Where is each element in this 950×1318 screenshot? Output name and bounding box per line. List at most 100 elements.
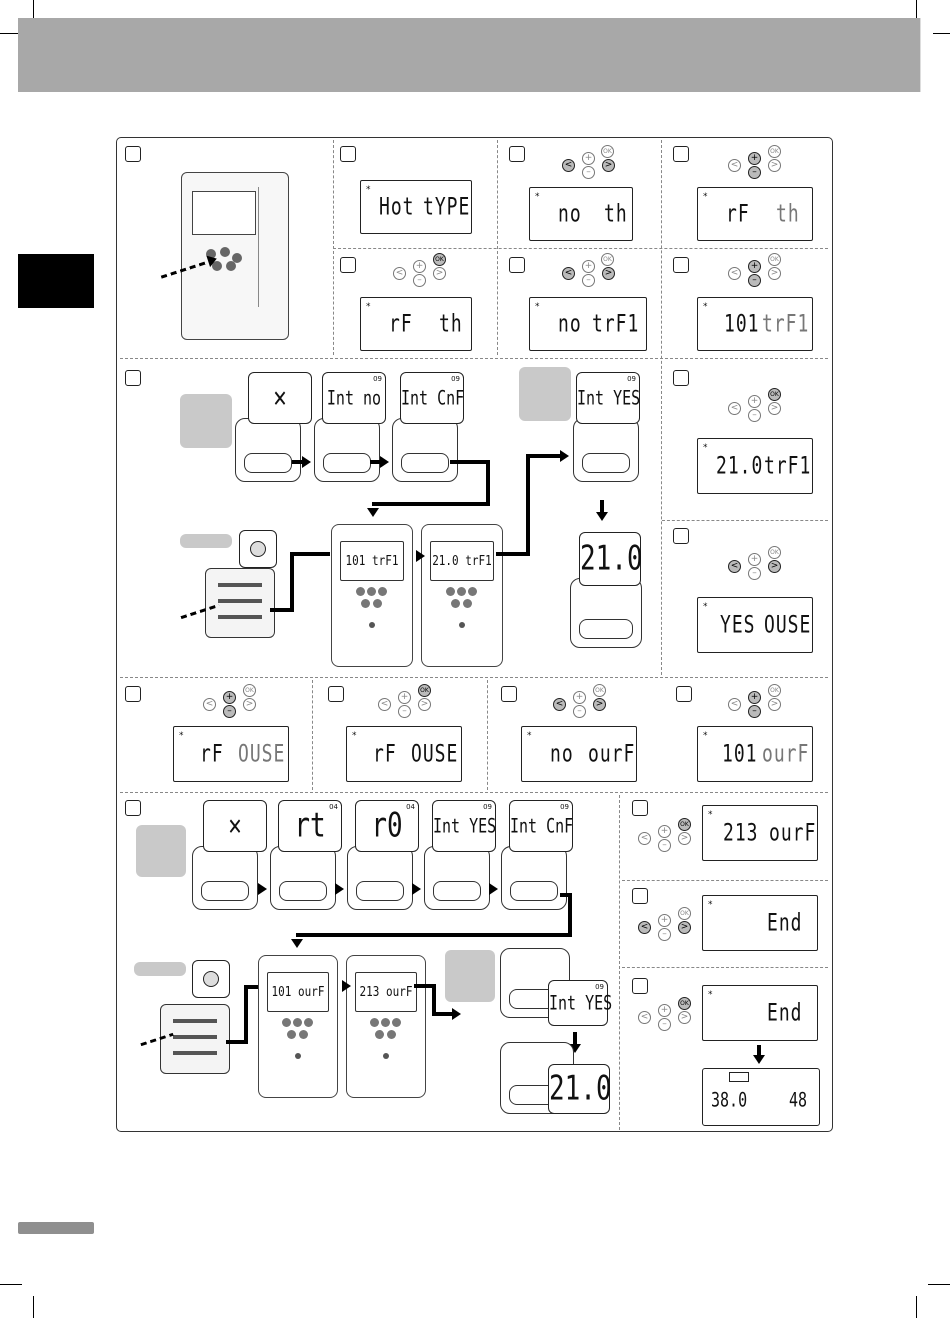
controller-display: 213 ourF bbox=[355, 972, 417, 1012]
arrow-right-icon bbox=[380, 456, 389, 468]
lcd-text: End bbox=[767, 908, 803, 938]
plus-button[interactable]: + bbox=[223, 691, 236, 704]
prev-button[interactable]: < bbox=[378, 698, 391, 711]
star-icon: * bbox=[366, 302, 371, 312]
prev-button[interactable]: < bbox=[393, 267, 406, 280]
arrow-line bbox=[526, 454, 530, 556]
minus-button[interactable]: – bbox=[413, 274, 426, 287]
next-button[interactable]: > bbox=[768, 698, 781, 711]
crop-mark bbox=[916, 1296, 917, 1318]
ok-button[interactable]: OK bbox=[243, 684, 256, 697]
minus-button[interactable]: – bbox=[748, 409, 761, 422]
minus-button[interactable]: – bbox=[748, 274, 761, 287]
minus-button[interactable]: – bbox=[658, 928, 671, 941]
ok-button[interactable]: OK bbox=[418, 684, 431, 697]
minus-button[interactable]: – bbox=[223, 705, 236, 718]
star-icon: * bbox=[366, 185, 371, 195]
ok-button[interactable]: OK bbox=[678, 997, 691, 1010]
step-box bbox=[125, 146, 141, 162]
minus-button[interactable]: – bbox=[573, 705, 586, 718]
thermostat bbox=[573, 418, 639, 482]
star-icon: * bbox=[179, 731, 184, 741]
prev-button[interactable]: < bbox=[562, 267, 575, 280]
prev-button[interactable]: < bbox=[638, 832, 651, 845]
prev-button[interactable]: < bbox=[638, 921, 651, 934]
step-box bbox=[673, 528, 689, 544]
next-button[interactable]: > bbox=[678, 832, 691, 845]
ok-button[interactable]: OK bbox=[768, 145, 781, 158]
plus-button[interactable]: + bbox=[748, 691, 761, 704]
divider bbox=[661, 140, 662, 675]
minus-button[interactable]: – bbox=[658, 1018, 671, 1031]
controller-text: 101 ourF bbox=[271, 984, 325, 1000]
prev-button[interactable]: < bbox=[638, 1011, 651, 1024]
plus-button[interactable]: + bbox=[658, 914, 671, 927]
plus-button[interactable]: + bbox=[658, 1004, 671, 1017]
plus-button[interactable]: + bbox=[582, 260, 595, 273]
next-button[interactable]: > bbox=[243, 698, 256, 711]
temperature-bubble: 21.0 bbox=[579, 532, 643, 586]
step-box bbox=[125, 800, 141, 816]
plus-button[interactable]: + bbox=[398, 691, 411, 704]
lcd-bubble: 09 Int YES bbox=[576, 372, 640, 424]
ok-button[interactable]: OK bbox=[593, 684, 606, 697]
prev-button[interactable]: < bbox=[728, 402, 741, 415]
minus-button[interactable]: – bbox=[748, 567, 761, 580]
tools-bubble: ✕ bbox=[248, 372, 312, 424]
next-button[interactable]: > bbox=[768, 159, 781, 172]
ok-button[interactable]: OK bbox=[768, 253, 781, 266]
prev-button[interactable]: < bbox=[728, 560, 741, 573]
next-button[interactable]: > bbox=[602, 159, 615, 172]
divider bbox=[619, 795, 620, 1130]
minus-button[interactable]: – bbox=[582, 166, 595, 179]
tools-bubble: ✕ bbox=[203, 800, 267, 852]
next-button[interactable]: > bbox=[418, 698, 431, 711]
ok-button[interactable]: OK bbox=[768, 684, 781, 697]
ok-button[interactable]: OK bbox=[433, 253, 446, 266]
minus-button[interactable]: – bbox=[582, 274, 595, 287]
plus-button[interactable]: + bbox=[748, 260, 761, 273]
ok-label: OK bbox=[770, 549, 779, 556]
minus-button[interactable]: – bbox=[398, 705, 411, 718]
plus-button[interactable]: + bbox=[748, 395, 761, 408]
next-button[interactable]: > bbox=[678, 921, 691, 934]
prev-button[interactable]: < bbox=[553, 698, 566, 711]
next-button[interactable]: > bbox=[593, 698, 606, 711]
next-button[interactable]: > bbox=[768, 267, 781, 280]
next-button[interactable]: > bbox=[678, 1011, 691, 1024]
prev-button[interactable]: < bbox=[562, 159, 575, 172]
next-button[interactable]: > bbox=[433, 267, 446, 280]
code-label: 09 bbox=[560, 803, 569, 811]
ok-button[interactable]: OK bbox=[768, 388, 781, 401]
next-button[interactable]: > bbox=[768, 402, 781, 415]
crop-mark bbox=[928, 33, 950, 34]
plus-button[interactable]: + bbox=[658, 825, 671, 838]
controller-unit: 101 ourF bbox=[258, 955, 338, 1098]
lcd-screen: * 101 trF1 bbox=[697, 297, 813, 351]
prev-button[interactable]: < bbox=[728, 267, 741, 280]
minus-button[interactable]: – bbox=[748, 705, 761, 718]
crop-mark bbox=[33, 1296, 34, 1318]
plus-button[interactable]: + bbox=[748, 553, 761, 566]
minus-button[interactable]: – bbox=[748, 166, 761, 179]
ok-button[interactable]: OK bbox=[768, 546, 781, 559]
plus-button[interactable]: + bbox=[748, 152, 761, 165]
status-dot bbox=[369, 622, 375, 628]
prev-button[interactable]: < bbox=[728, 159, 741, 172]
arrow-line bbox=[432, 984, 436, 1016]
ok-button[interactable]: OK bbox=[678, 907, 691, 920]
ok-button[interactable]: OK bbox=[678, 818, 691, 831]
plus-button[interactable]: + bbox=[573, 691, 586, 704]
arrow-right-icon bbox=[489, 883, 498, 895]
ok-button[interactable]: OK bbox=[601, 253, 614, 266]
ok-button[interactable]: OK bbox=[601, 145, 614, 158]
plus-button[interactable]: + bbox=[413, 260, 426, 273]
plus-button[interactable]: + bbox=[582, 152, 595, 165]
summary-value: 48 bbox=[789, 1088, 808, 1112]
ok-label: OK bbox=[420, 687, 429, 694]
prev-button[interactable]: < bbox=[728, 698, 741, 711]
prev-button[interactable]: < bbox=[203, 698, 216, 711]
next-button[interactable]: > bbox=[602, 267, 615, 280]
minus-button[interactable]: – bbox=[658, 839, 671, 852]
next-button[interactable]: > bbox=[768, 560, 781, 573]
